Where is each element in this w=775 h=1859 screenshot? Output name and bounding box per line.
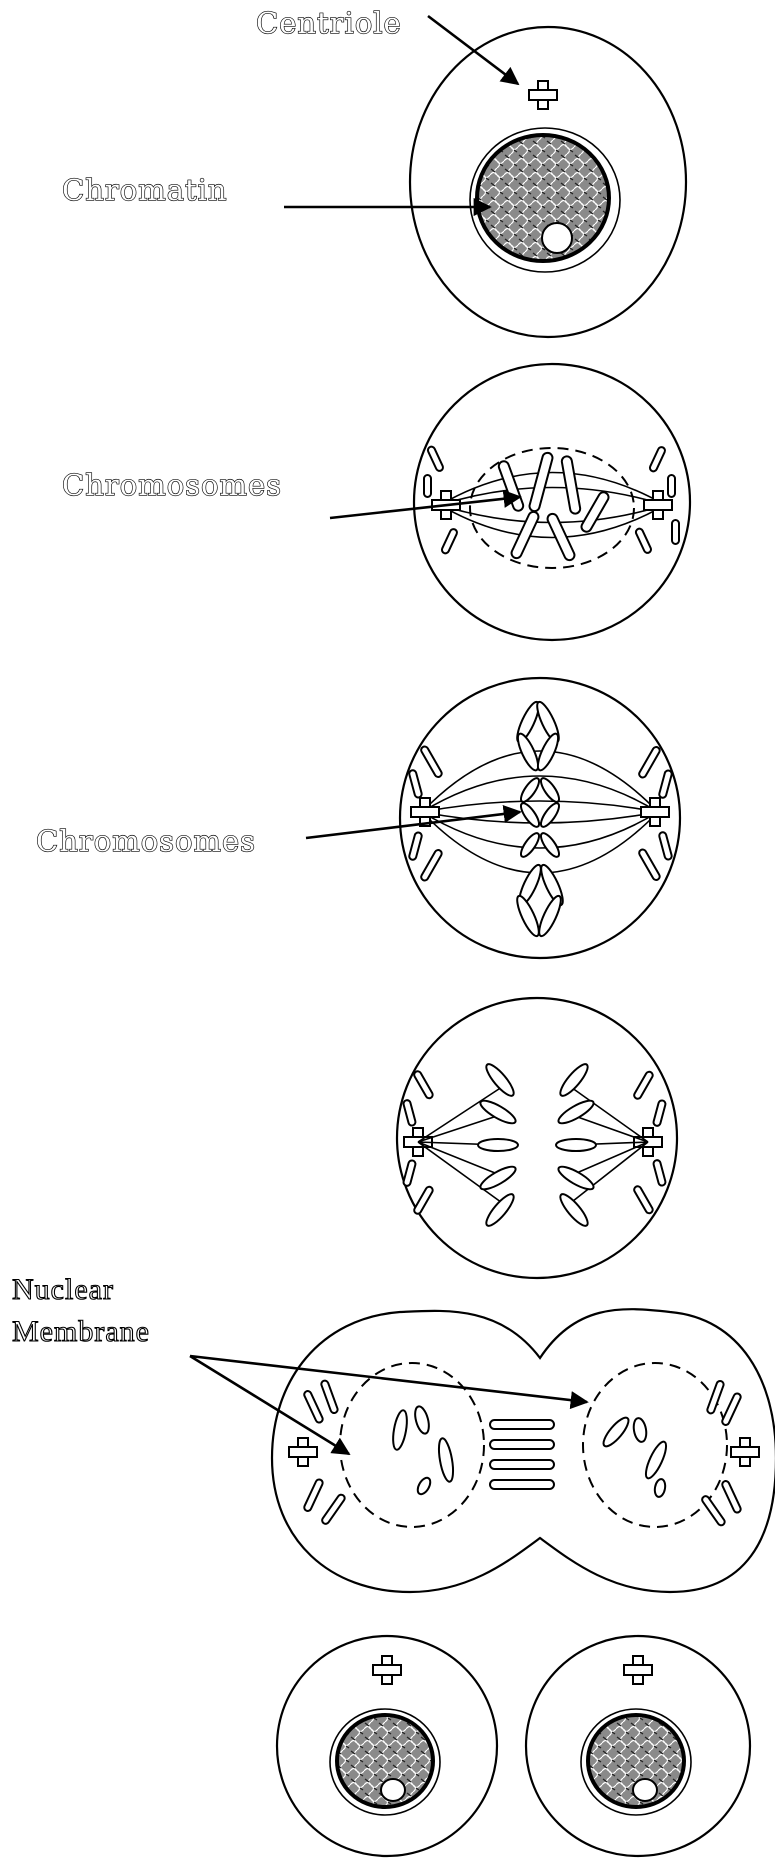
dividing-cell-membrane bbox=[272, 1309, 775, 1592]
nuclear-membrane-dissolving bbox=[470, 448, 634, 568]
arrow-nuclear-membrane-right bbox=[190, 1356, 587, 1402]
centriole-icon bbox=[529, 81, 557, 109]
nucleolus bbox=[633, 1779, 657, 1801]
anaphase-chromosomes bbox=[478, 1061, 597, 1229]
daughter-cell-left bbox=[277, 1636, 497, 1856]
label-membrane: Membrane bbox=[12, 1315, 150, 1348]
nucleolus bbox=[381, 1779, 405, 1801]
label-nuclear: Nuclear bbox=[12, 1273, 114, 1306]
label-chromosomes-prophase: Chromosomes bbox=[62, 468, 282, 502]
centriole-icon bbox=[641, 798, 669, 826]
centriole-icon bbox=[373, 1656, 401, 1684]
arrow-chromosomes-prophase bbox=[330, 497, 520, 518]
spindle-fibers bbox=[418, 1085, 648, 1205]
centriole-icon bbox=[289, 1438, 317, 1466]
label-chromosomes-metaphase: Chromosomes bbox=[36, 824, 256, 858]
daughter-cell-right bbox=[526, 1636, 750, 1856]
centriole-icon bbox=[731, 1438, 759, 1466]
arrow-centriole bbox=[428, 16, 518, 84]
metaphase-chromosomes bbox=[513, 700, 566, 939]
label-chromatin: Chromatin bbox=[62, 173, 228, 207]
anaphase-cell bbox=[397, 998, 677, 1278]
nucleolus bbox=[542, 223, 572, 253]
telophase-cell bbox=[272, 1309, 775, 1592]
label-centriole: Centriole bbox=[256, 6, 402, 40]
prophase-cell bbox=[414, 364, 690, 640]
interphase-cell bbox=[410, 27, 686, 337]
centriole-icon bbox=[624, 1656, 652, 1684]
metaphase-cell bbox=[400, 678, 680, 958]
